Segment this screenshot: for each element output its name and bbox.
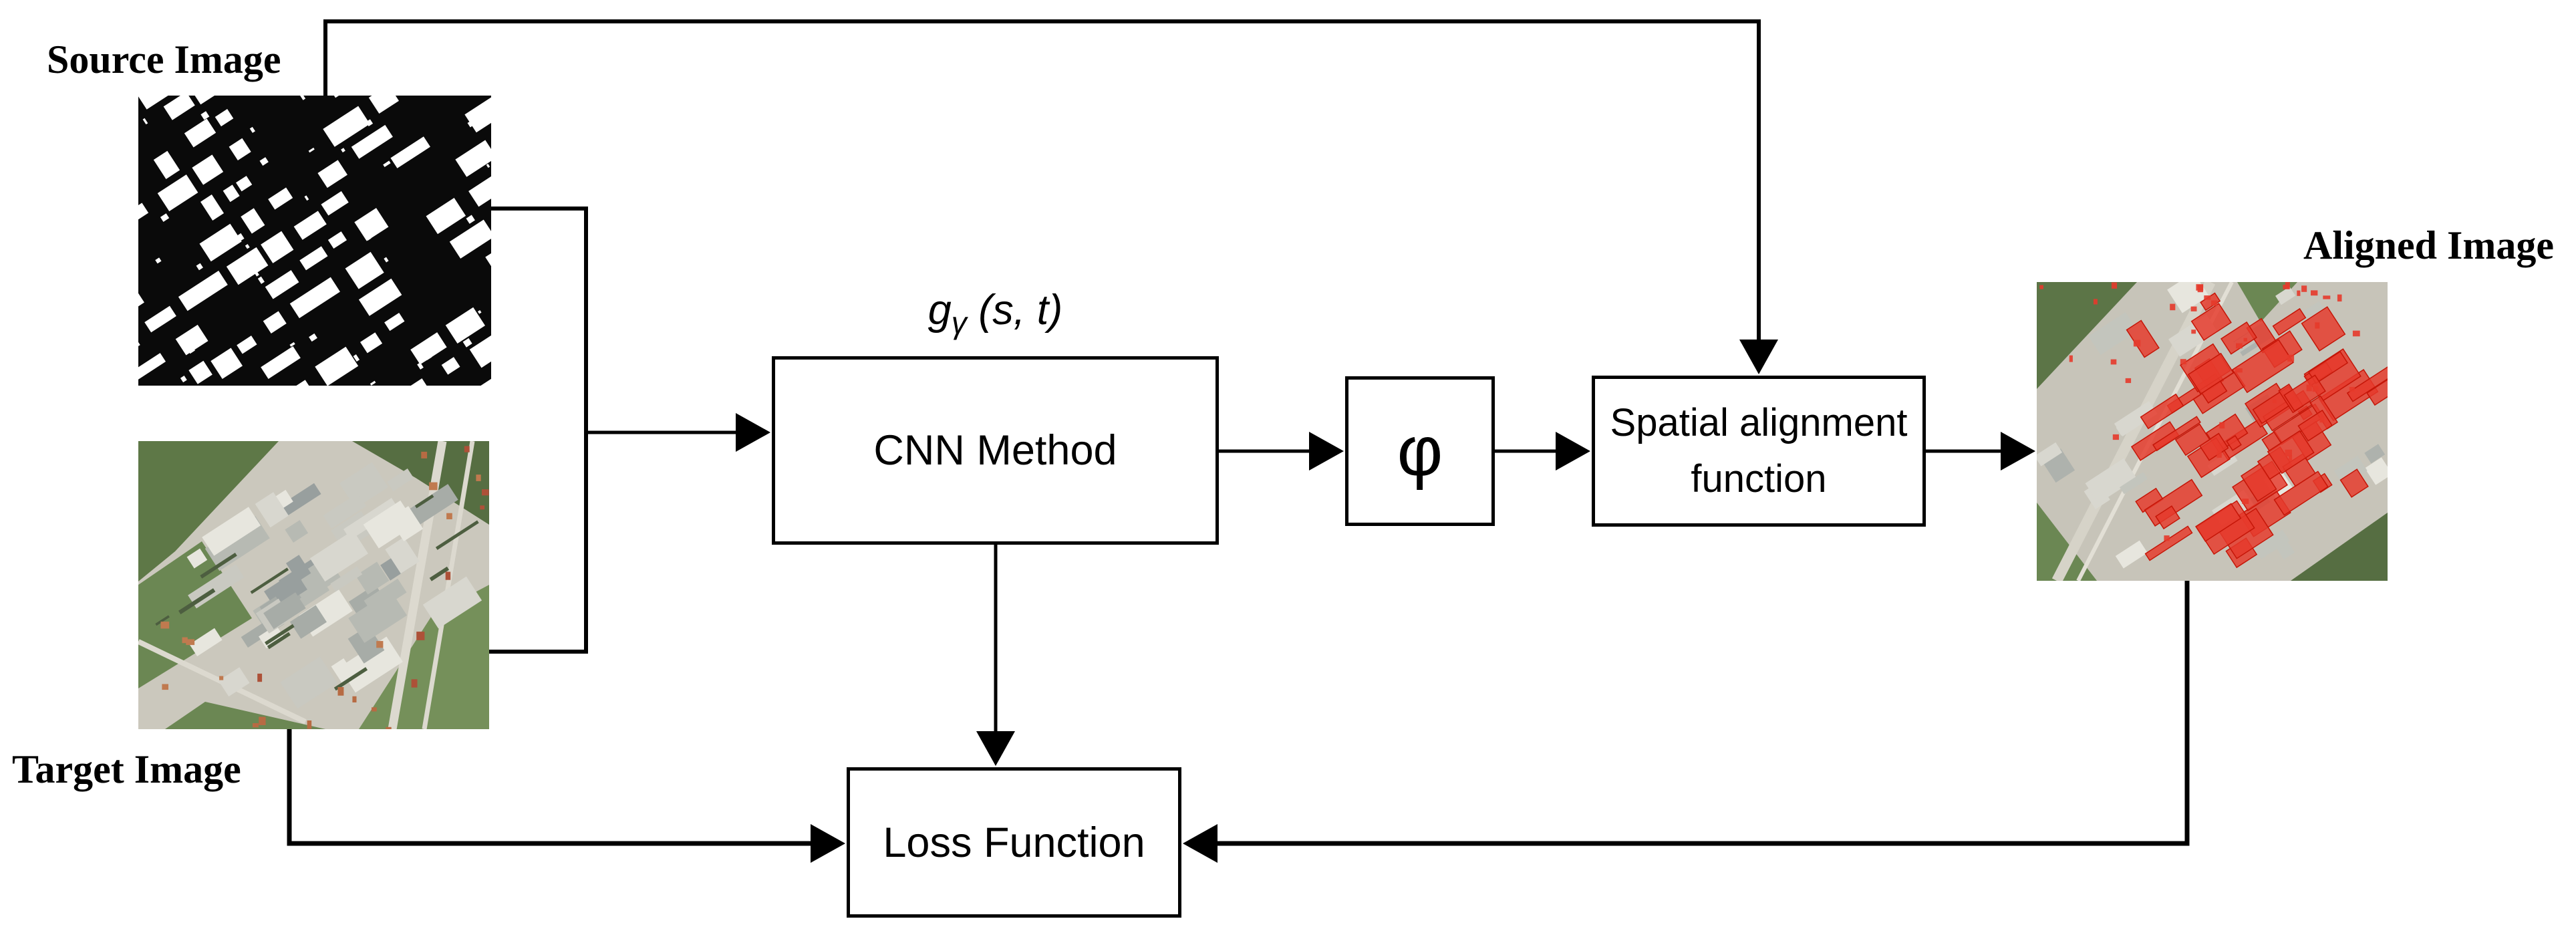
target-image — [138, 441, 489, 729]
spatial-alignment-label-line2: function — [1691, 457, 1827, 501]
arrowhead-into-spatial-top — [1739, 340, 1778, 374]
arrowhead-into-loss-left — [811, 824, 845, 863]
target-image-label: Target Image — [12, 747, 241, 791]
loss-function-box: Loss Function — [847, 767, 1181, 918]
cnn-method-label: CNN Method — [873, 427, 1117, 474]
arrowhead-into-phi — [1309, 432, 1344, 471]
formula-arguments: (s, t) — [966, 287, 1063, 334]
formula-gamma-subscript: γ — [951, 305, 967, 340]
formula-function-symbol: g — [927, 287, 952, 334]
source-image — [138, 96, 491, 386]
cnn-method-box: CNN Method — [772, 356, 1219, 545]
spatial-alignment-label-line1: Spatial alignment — [1610, 400, 1908, 444]
aligned-image — [2037, 282, 2388, 581]
arrowhead-into-aligned — [2001, 432, 2035, 471]
bracket-inputs-to-cnn — [489, 207, 740, 654]
connector-target-to-loss — [287, 729, 815, 846]
connector-source-to-spatial — [323, 19, 1761, 344]
aligned-image-label: Aligned Image — [2303, 223, 2554, 267]
source-image-label: Source Image — [47, 37, 281, 82]
formula-g-gamma: gγ (s, t) — [772, 286, 1219, 341]
phi-symbol: φ — [1397, 411, 1443, 491]
arrowhead-into-loss-right — [1183, 824, 1218, 863]
arrowheads — [736, 340, 2035, 863]
arrowhead-into-spatial-left — [1556, 432, 1590, 471]
arrowhead-into-cnn — [736, 413, 770, 452]
loss-function-label: Loss Function — [883, 819, 1145, 866]
arrowhead-into-loss-top — [976, 731, 1015, 766]
spatial-alignment-box: Spatial alignment function — [1592, 376, 1926, 527]
phi-box: φ — [1345, 376, 1495, 526]
connector-aligned-to-loss — [1213, 581, 2190, 846]
